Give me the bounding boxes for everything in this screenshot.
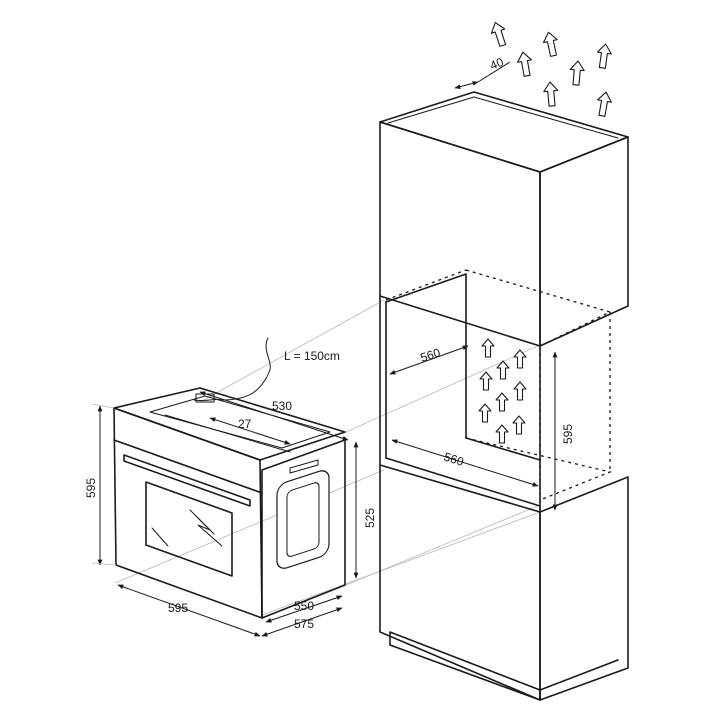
oven-body-height-label: 525 <box>363 508 377 528</box>
niche-airflow-arrows <box>478 338 527 444</box>
vent-arrow-icon <box>569 60 585 86</box>
oven <box>113 337 346 619</box>
airflow-arrow-icon <box>481 338 495 358</box>
oven-depth-575-label: 575 <box>294 617 314 631</box>
airflow-arrow-icon <box>512 415 526 435</box>
niche-width-lower-label: 560 <box>442 450 466 470</box>
vent-arrow-icon <box>490 22 507 47</box>
airflow-arrow-icon <box>478 403 492 423</box>
oven-depth-550-label: 550 <box>294 599 314 613</box>
niche-height-label: 595 <box>561 424 575 444</box>
ventilation-arrows <box>490 22 612 117</box>
airflow-arrow-icon <box>479 371 493 391</box>
cable-length-label: L = 150cm <box>284 349 340 363</box>
niche-width-upper-label: 560 <box>419 345 443 365</box>
dimension-lines <box>91 61 558 637</box>
side-vent <box>276 470 330 569</box>
airflow-arrow-icon <box>513 349 527 369</box>
power-cable <box>221 337 271 401</box>
vent-arrow-icon <box>597 91 612 117</box>
vent-gap-label: 40 <box>488 55 506 73</box>
vent-arrow-icon <box>542 31 558 57</box>
dimension-labels: 40 L = 150cm 560 560 595 530 27 595 525 … <box>84 55 575 631</box>
projection-guides <box>114 299 541 616</box>
airflow-arrow-icon <box>496 360 510 380</box>
oven-height-label: 595 <box>84 478 98 498</box>
vent-arrow-icon <box>596 43 612 69</box>
vent-arrow-icon <box>517 51 532 77</box>
oven-offset-top-label: 27 <box>238 417 252 431</box>
airflow-arrow-icon <box>495 424 509 444</box>
airflow-arrow-icon <box>513 381 527 401</box>
oven-depth-top-label: 530 <box>272 399 292 413</box>
oven-width-label: 595 <box>168 601 188 615</box>
vent-arrow-icon <box>543 81 559 107</box>
airflow-arrow-icon <box>495 392 509 412</box>
